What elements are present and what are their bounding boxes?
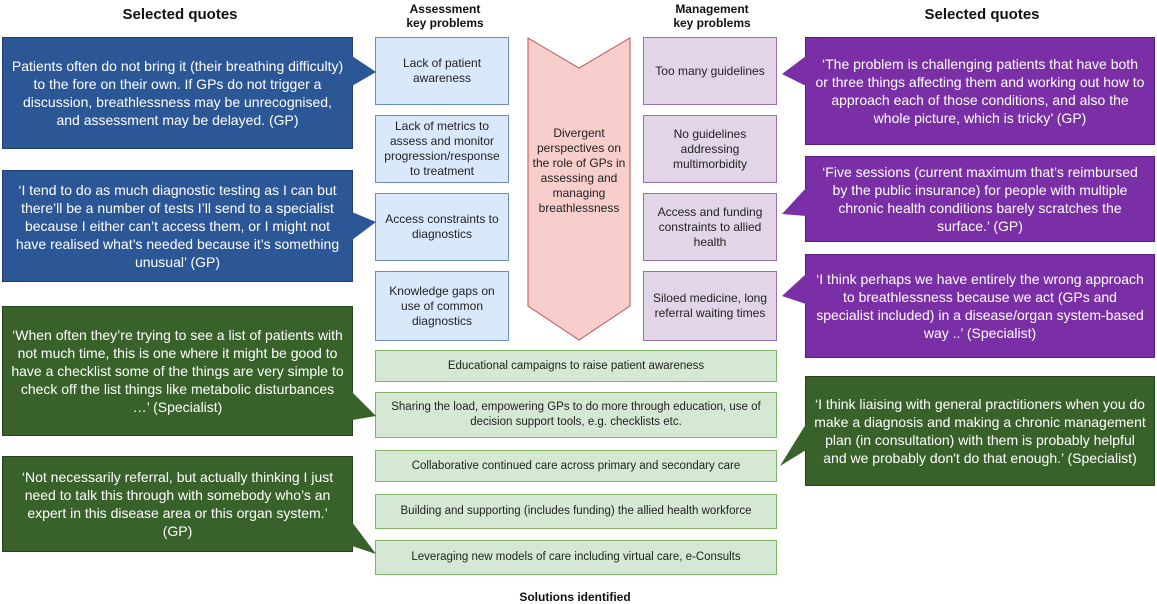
assessment-problem-knowledge: Knowledge gaps on use of common diagnost… bbox=[375, 271, 509, 341]
management-problem-siloed: Siloed medicine, long referral waiting t… bbox=[643, 271, 777, 341]
left-quote-expert: ‘Not necessarily referral, but actually … bbox=[2, 456, 353, 552]
right-quotes-heading: Selected quotes bbox=[924, 6, 1040, 23]
assessment-problem-access: Access constraints to diagnostics bbox=[375, 193, 509, 261]
solution-new-models: Leveraging new models of care including … bbox=[375, 540, 777, 575]
center-statement: Divergent perspectives on the role of GP… bbox=[532, 126, 626, 215]
assessment-heading: Assessment key problems bbox=[370, 2, 520, 30]
left-quote-diagnostics: ‘I tend to do as much diagnostic testing… bbox=[2, 170, 353, 282]
assessment-problem-metrics: Lack of metrics to assess and monitor pr… bbox=[375, 115, 509, 183]
management-problem-guidelines: Too many guidelines bbox=[643, 37, 777, 105]
solutions-heading: Solutions identified bbox=[519, 590, 631, 604]
right-quote-tail-1 bbox=[782, 56, 806, 86]
solution-collaborative-care: Collaborative continued care across prim… bbox=[375, 450, 777, 482]
left-quote-tail-2 bbox=[352, 212, 376, 240]
right-quote-sessions: ‘Five sessions (current maximum that’s r… bbox=[805, 156, 1155, 242]
management-heading-line2: key problems bbox=[673, 16, 751, 30]
solution-education-campaigns: Educational campaigns to raise patient a… bbox=[375, 350, 777, 382]
center-arrow-shape bbox=[527, 37, 631, 341]
right-quote-approach: ‘I think perhaps we have entirely the wr… bbox=[805, 254, 1155, 358]
assessment-problem-awareness: Lack of patient awareness bbox=[375, 37, 509, 105]
right-quote-liaising: ‘I think liaising with general practitio… bbox=[805, 376, 1155, 486]
management-problem-multimorbidity: No guidelines addressing multimorbidity bbox=[643, 115, 777, 183]
left-quote-tail-4 bbox=[352, 522, 376, 554]
assessment-heading-line2: key problems bbox=[406, 16, 484, 30]
left-quote-tail-3 bbox=[352, 392, 376, 420]
left-quote-tail-1 bbox=[352, 56, 376, 86]
left-quote-checklist: ‘When often they’re trying to see a list… bbox=[2, 306, 353, 436]
left-quotes-heading: Selected quotes bbox=[122, 6, 238, 23]
left-quote-awareness: Patients often do not bring it (their br… bbox=[2, 37, 353, 149]
right-quote-multimorbidity: ‘The problem is challenging patients tha… bbox=[805, 37, 1155, 145]
right-quote-tail-3 bbox=[782, 274, 806, 304]
solution-sharing-load: Sharing the load, empowering GPs to do m… bbox=[375, 392, 777, 438]
management-heading: Management key problems bbox=[632, 2, 792, 30]
right-quote-tail-4 bbox=[780, 424, 806, 466]
right-quote-tail-2 bbox=[782, 188, 806, 216]
assessment-heading-line1: Assessment bbox=[409, 2, 481, 16]
management-heading-line1: Management bbox=[675, 2, 749, 16]
management-problem-allied-health: Access and funding constraints to allied… bbox=[643, 193, 777, 261]
solution-allied-workforce: Building and supporting (includes fundin… bbox=[375, 494, 777, 529]
